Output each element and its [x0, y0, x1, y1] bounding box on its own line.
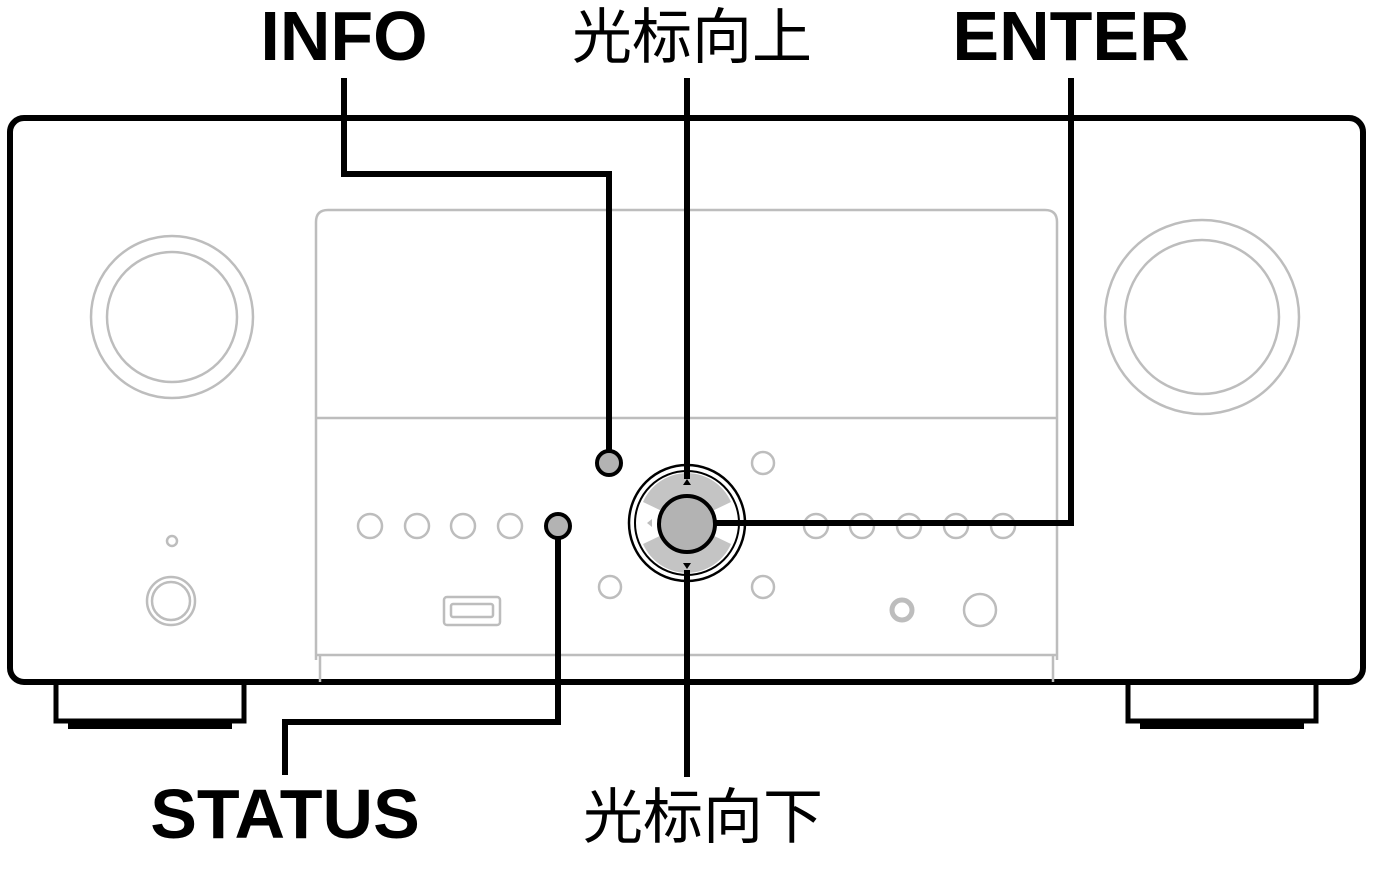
cursor-down-label: 光标向下	[583, 783, 823, 853]
enter-callout-line	[715, 78, 1074, 526]
enter-label: ENTER	[952, 0, 1189, 75]
panel-button	[403, 512, 431, 540]
status-label: STATUS	[150, 775, 420, 853]
panel-button	[750, 574, 776, 600]
input-selector-knob	[89, 234, 255, 400]
enter-button[interactable]	[657, 494, 717, 554]
cursor-left-arrow-icon	[647, 519, 652, 527]
usb-port	[442, 595, 502, 627]
info-callout-line	[341, 78, 612, 451]
panel-button	[496, 512, 524, 540]
right-foot	[1125, 677, 1319, 729]
panel-button	[750, 450, 776, 476]
info-button[interactable]	[595, 449, 623, 477]
cursor-up-label: 光标向上	[572, 3, 812, 73]
status-button[interactable]	[544, 512, 572, 540]
cursor-down-arrow-icon	[683, 563, 691, 569]
panel-button	[449, 512, 477, 540]
left-foot	[53, 677, 247, 729]
panel-button	[356, 512, 384, 540]
info-label: INFO	[260, 0, 427, 75]
headphone-jack	[962, 592, 998, 628]
power-indicator	[165, 534, 179, 548]
setup-mic-jack	[889, 597, 915, 623]
power-button	[145, 575, 197, 627]
status-callout-line	[282, 538, 561, 775]
cursor-up-arrow-icon	[683, 479, 691, 485]
panel-button	[597, 574, 623, 600]
master-volume-knob	[1103, 218, 1301, 416]
